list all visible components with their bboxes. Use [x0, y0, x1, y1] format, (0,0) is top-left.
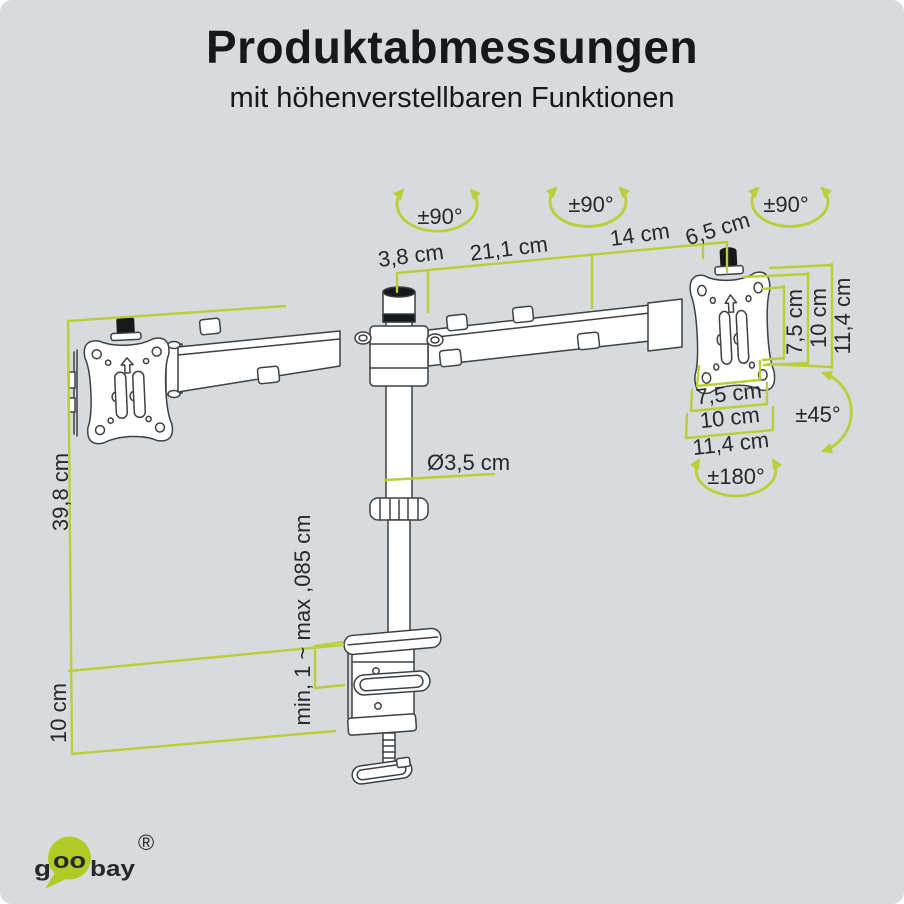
tilt-label: ±45°	[795, 402, 840, 427]
rotation-label-left: ±90°	[417, 204, 462, 229]
rotation-label-right: ±90°	[763, 192, 808, 217]
vesa-side-label-75: 7,5 cm	[782, 289, 807, 355]
rotation-label-middle: ±90°	[568, 192, 613, 217]
arm-joint	[369, 325, 429, 387]
left-dimension-line	[66, 304, 337, 756]
cable-clip	[438, 348, 463, 368]
logo-bay: bay	[90, 856, 136, 881]
cable-clip	[445, 313, 469, 332]
swivel-arc-icon	[689, 458, 783, 498]
cable-clip	[511, 305, 535, 324]
vesa-bottom-label-10: 10 cm	[699, 402, 761, 433]
vesa-bottom-dims	[695, 359, 762, 388]
rotation-arc-icon	[545, 186, 631, 228]
dimension-lines	[66, 240, 834, 756]
rotation-arrows	[392, 186, 853, 498]
tilt-arc-icon	[821, 370, 853, 454]
logo-registered-icon: ®	[138, 830, 154, 855]
logo-oo: oo	[53, 848, 86, 873]
clamp-range-bracket	[313, 640, 346, 690]
vesa-side-label-114: 11,4 cm	[830, 278, 855, 355]
top-dimension-line	[395, 240, 729, 275]
dim-label-14: 14 cm	[608, 218, 671, 251]
desk-clamp	[343, 627, 442, 785]
center-pole	[354, 286, 444, 639]
cable-clip	[256, 365, 281, 385]
rotation-arc-icon	[392, 188, 482, 233]
rotation-arc-icon	[747, 186, 833, 228]
vesa-plate-left	[68, 313, 174, 445]
cable-clip	[576, 331, 601, 351]
goobay-logo: g oo bay ®	[34, 830, 154, 889]
page-title: Produktabmessungen	[205, 21, 699, 73]
logo-g: g	[34, 856, 51, 881]
pole-diameter-label: Ø3,5 cm	[427, 450, 510, 475]
dim-label-38: 3,8 cm	[377, 239, 446, 272]
vesa-plate-right	[687, 244, 777, 395]
pole-diameter-leader	[383, 472, 496, 482]
clamp-height-label: 10 cm	[46, 683, 71, 743]
logo-bubble	[48, 836, 91, 880]
cable-clip	[198, 317, 222, 336]
logo-bubble-tail	[45, 874, 66, 889]
swivel-label: ±180°	[707, 464, 765, 489]
vesa-side-dims	[761, 284, 786, 362]
page-subtitle: mit höhenverstellbaren Funktionen	[229, 82, 675, 114]
clamp-range-label: min, 1 ~ max ,085 cm	[290, 515, 315, 726]
vesa-side-label-10: 10 cm	[806, 288, 831, 348]
support-arms	[165, 298, 683, 399]
monitor-mount-drawing	[68, 244, 777, 785]
pole-height-label: 39,8 cm	[48, 453, 73, 531]
clamp-knob	[351, 756, 413, 785]
